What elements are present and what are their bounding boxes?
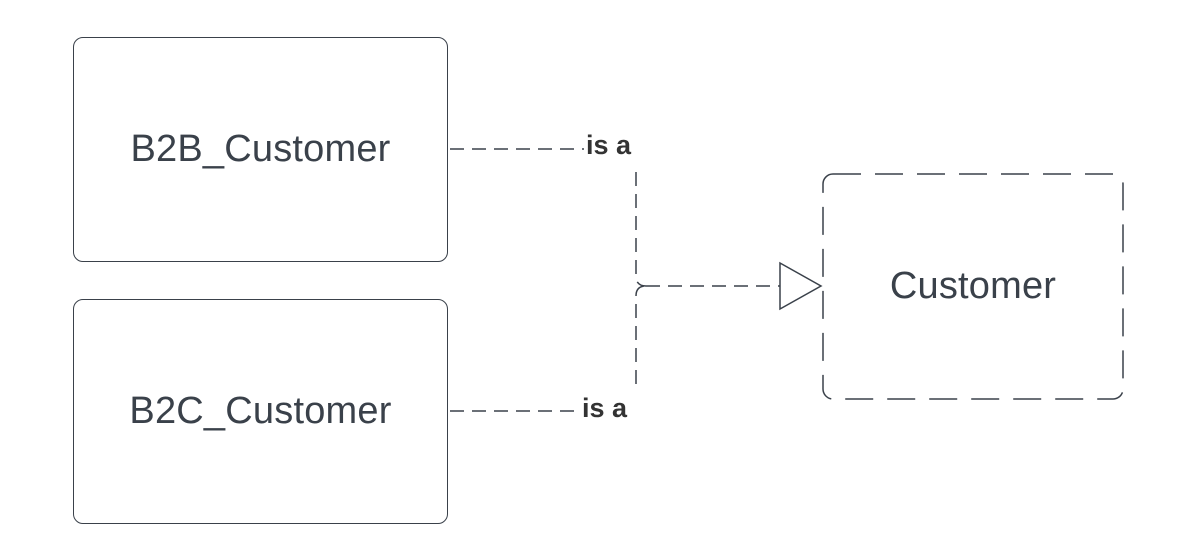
node-label-customer: Customer	[889, 265, 1057, 307]
node-customer[interactable]: Customer	[823, 174, 1123, 399]
edge-label-b2c-is-a: is a	[580, 393, 630, 423]
connector-b2c-vertical	[635, 285, 647, 384]
node-label-b2b-customer: B2B_Customer	[130, 128, 391, 170]
generalization-arrowhead	[779, 261, 823, 311]
node-b2c-customer[interactable]: B2C_Customer	[73, 299, 448, 524]
edge-label-b2b-is-a: is a	[584, 130, 634, 160]
node-b2b-customer[interactable]: B2B_Customer	[73, 37, 448, 262]
node-label-b2c-customer: B2C_Customer	[129, 390, 392, 432]
connector-b2b-vertical	[635, 172, 647, 287]
customer-node-outline	[822, 173, 1124, 400]
